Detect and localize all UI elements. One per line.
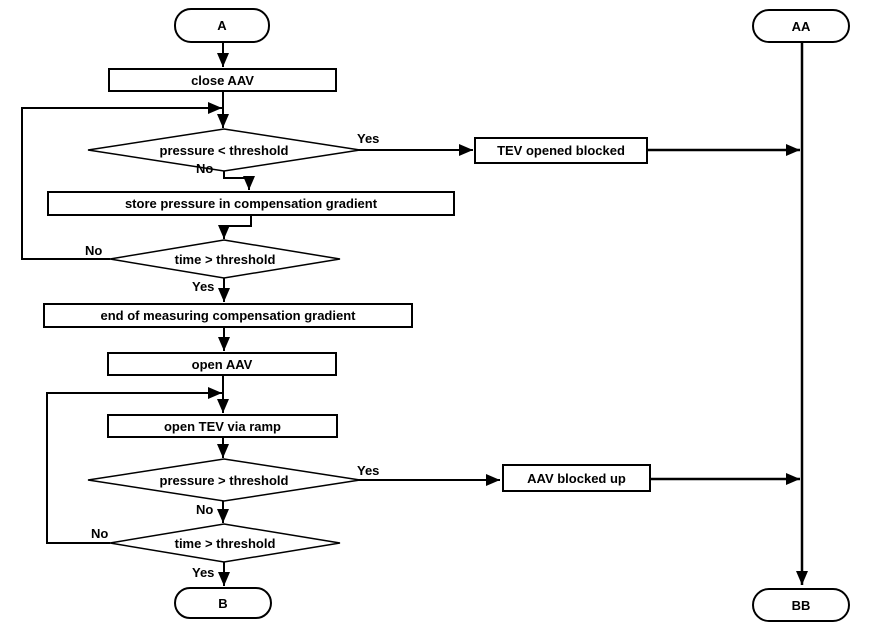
node-label: pressure > threshold (159, 472, 289, 488)
node-process-store-pressure: store pressure in compensation gradient (47, 191, 455, 216)
node-label: open TEV via ramp (163, 418, 282, 434)
node-process-aav-blocked-up: AAV blocked up (502, 464, 651, 492)
edge-label-yes-decision3: Yes (357, 463, 380, 478)
node-label: time > threshold (174, 535, 276, 551)
edge-label-no-decision4: No (91, 526, 109, 541)
decision-shape-pressure-lt-threshold (87, 128, 361, 172)
node-label: AA (791, 18, 811, 34)
decision-shape-time-gt-threshold-1 (109, 239, 341, 279)
node-process-open-tev-via-ramp: open TEV via ramp (107, 414, 338, 438)
node-label: pressure < threshold (159, 142, 289, 158)
decision-shape-pressure-gt-threshold (87, 458, 361, 502)
node-label: AAV blocked up (527, 470, 626, 486)
edge-label-yes-decision4: Yes (192, 565, 215, 580)
edge-label-no-decision2: No (85, 243, 103, 258)
node-process-open-aav: open AAV (107, 352, 337, 376)
edge-store-pressure-to-decision2 (218, 216, 252, 239)
node-terminator-b: B (174, 587, 272, 619)
edge-label-yes-decision1: Yes (357, 131, 380, 146)
node-terminator-a: A (174, 8, 270, 43)
node-label: store pressure in compensation gradient (124, 196, 378, 211)
node-label: time > threshold (174, 251, 276, 267)
node-decision-pressure-gt-threshold: pressure > threshold (88, 459, 360, 501)
node-label: TEV opened blocked (497, 143, 625, 158)
decision-shape-time-gt-threshold-2 (109, 523, 341, 563)
node-label: A (217, 18, 227, 33)
node-label: open AAV (191, 356, 253, 372)
node-terminator-aa: AA (752, 9, 850, 43)
node-process-close-aav: close AAV (108, 68, 337, 92)
node-decision-time-gt-threshold-1: time > threshold (110, 240, 340, 278)
node-label: close AAV (191, 72, 254, 88)
node-decision-time-gt-threshold-2: time > threshold (110, 524, 340, 562)
edge-label-yes-decision2: Yes (192, 279, 215, 294)
edge-label-no-decision1: No (196, 161, 214, 176)
edge-label-no-decision3: No (196, 502, 214, 517)
node-label: B (218, 595, 228, 611)
node-decision-pressure-lt-threshold: pressure < threshold (88, 129, 360, 171)
node-terminator-bb: BB (752, 588, 850, 622)
edge-no-loop-decision4-to-open-tev (46, 387, 222, 544)
node-process-end-of-measuring: end of measuring compensation gradient (43, 303, 413, 328)
edge-no-loop-decision2-to-decision1 (21, 102, 222, 260)
node-label: end of measuring compensation gradient (100, 308, 356, 323)
edge-no-decision1-to-store-pressure (223, 171, 255, 190)
node-label: BB (791, 597, 811, 613)
node-process-tev-opened-blocked: TEV opened blocked (474, 137, 648, 164)
